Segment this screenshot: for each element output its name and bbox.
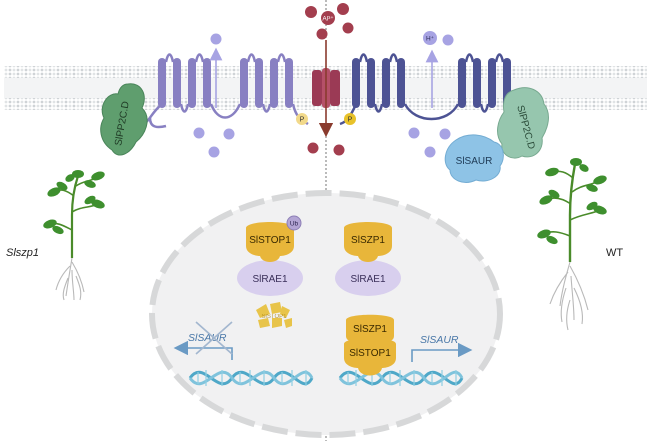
svg-text:H⁺: H⁺ [426,36,435,43]
left-pp2c-protein: SlPP2C.D [100,83,148,156]
svg-text:SlSAUR: SlSAUR [456,156,493,167]
left-dna-icon [188,370,314,386]
left-plant-label: Slszp1 [6,247,39,259]
right-transcription-arrow [411,342,473,362]
left-rae1-protein: SlRAE1 [237,260,303,296]
svg-text:Al³⁺: Al³⁺ [322,16,334,23]
phosphate-left-icon: P [296,113,308,125]
left-stop1-protein: SlSTOP1 [246,222,294,262]
al-ions-outside [305,3,354,40]
right-stop1-protein: SlSTOP1 [344,338,396,376]
proton-ions [193,33,454,158]
svg-text:SlSTOP1: SlSTOP1 [262,314,288,320]
al-channel-icon [312,68,340,108]
right-szp1-protein: SlSZP1 [344,222,392,262]
right-dna-icon [338,370,464,386]
svg-text:SlSZP1: SlSZP1 [353,324,387,335]
svg-text:Ub: Ub [290,221,299,228]
svg-text:P: P [300,117,305,124]
proton-badge: H⁺ [423,31,437,45]
left-gene-label: SlSAUR [188,332,227,344]
al-ions-inside [307,142,345,156]
left-transcription-arrow [173,340,233,360]
svg-text:SlSTOP1: SlSTOP1 [249,235,291,246]
right-plant-label: WT [606,247,623,259]
nucleus-envelope [149,190,503,438]
svg-text:SlRAE1: SlRAE1 [252,274,287,285]
svg-text:P: P [348,117,353,124]
left-plant-icon [43,170,105,301]
right-rae1-protein: SlRAE1 [335,260,401,296]
svg-text:SlSTOP1: SlSTOP1 [349,348,391,359]
svg-text:SlSZP1: SlSZP1 [351,235,385,246]
right-szp1-complex-protein: SlSZP1 [346,314,394,343]
degraded-stop1-fragments: SlSTOP1 [256,302,292,328]
blocked-transcription-icon [195,321,233,355]
right-gene-label: SlSAUR [420,334,459,346]
svg-text:SlRAE1: SlRAE1 [350,274,385,285]
right-plant-icon [537,158,607,331]
al-ion-badge: Al³⁺ [321,11,335,25]
right-pp2c-protein: SlPP2C.D [497,87,549,159]
phosphate-right-icon: P [344,113,356,125]
ubiquitin-icon: Ub [286,215,302,231]
right-transporter-icon [339,53,529,130]
saur-protein: SlSAUR [444,134,504,183]
